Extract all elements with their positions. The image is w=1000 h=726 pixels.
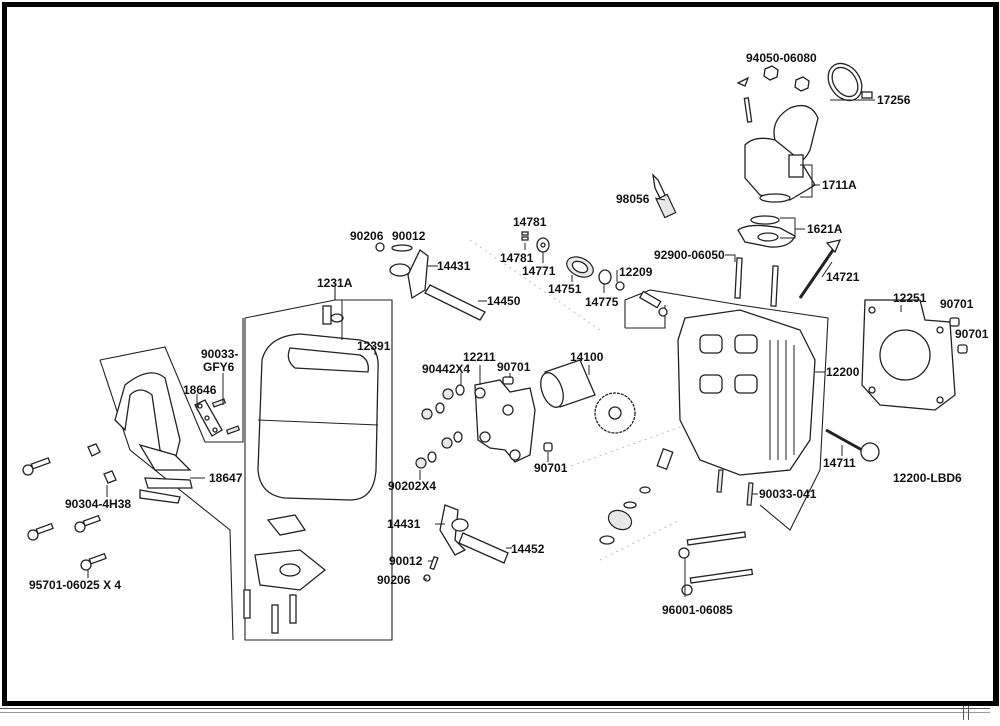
label-18647: 18647 xyxy=(209,471,243,485)
label-14452: 14452 xyxy=(511,542,545,556)
part-bolts-96001-06085[interactable] xyxy=(678,531,754,596)
part-stud-bracket[interactable] xyxy=(736,76,753,123)
part-pin-90012-top[interactable] xyxy=(391,244,413,252)
label-90012-top: 90012 xyxy=(392,229,426,243)
label-14781-bottom: 14781 xyxy=(500,251,534,265)
part-guard-bracket[interactable] xyxy=(114,372,192,471)
label-12209: 12209 xyxy=(619,265,653,279)
label-14771: 14771 xyxy=(522,264,556,278)
label-90701-right-top: 90701 xyxy=(940,297,974,311)
part-tensioner-plug[interactable] xyxy=(638,290,668,317)
part-nut-90304-4h38[interactable] xyxy=(87,443,117,484)
label-90701-cam-top: 90701 xyxy=(497,360,531,374)
part-keepers-14781[interactable] xyxy=(521,231,529,241)
label-92900-06050: 92900-06050 xyxy=(654,248,725,262)
label-12251: 12251 xyxy=(893,291,927,305)
part-valve-cover-12391[interactable] xyxy=(257,333,379,501)
label-17256: 17256 xyxy=(877,93,911,107)
label-14450: 14450 xyxy=(487,294,521,308)
label-90304-4h38: 90304-4H38 xyxy=(65,497,131,511)
bottom-resize-handle xyxy=(963,706,969,720)
part-studs-90033-041[interactable] xyxy=(716,469,754,506)
part-bolts-95701-06025[interactable] xyxy=(22,457,107,571)
label-90206-bottom: 90206 xyxy=(377,573,411,587)
part-studs-92900-06050[interactable] xyxy=(734,257,779,307)
part-gasket[interactable] xyxy=(266,514,307,536)
label-90202: 90202X4 xyxy=(388,479,436,493)
part-spark-plug-98056[interactable] xyxy=(652,173,677,219)
label-90442: 90442X4 xyxy=(422,362,470,376)
label-12211: 12211 xyxy=(463,350,496,364)
part-seal-12209[interactable] xyxy=(615,281,625,291)
part-clip-90206-bottom[interactable] xyxy=(423,574,431,582)
assembly-guides xyxy=(469,239,701,561)
label-12200-lbd6: 12200-LBD6 xyxy=(893,471,962,485)
part-nuts-94050-06080[interactable] xyxy=(763,65,810,92)
part-bracket-18647[interactable] xyxy=(139,477,193,504)
part-valve-14711[interactable] xyxy=(825,428,880,462)
part-baffle-plate[interactable] xyxy=(254,549,327,591)
part-seat-14775[interactable] xyxy=(598,269,612,285)
label-1621A: 1621A xyxy=(807,222,843,236)
part-rocker-shaft-14452[interactable] xyxy=(458,532,509,564)
label-90701-right-bottom: 90701 xyxy=(955,327,989,341)
part-cam-holder-12211[interactable] xyxy=(474,379,536,463)
part-nuts-90202[interactable] xyxy=(415,388,454,469)
part-cover-bolts[interactable] xyxy=(243,589,297,634)
bottom-scrollbar-track xyxy=(0,708,990,713)
part-dowel-90701-cam-top[interactable] xyxy=(502,376,514,385)
label-1231A: 1231A xyxy=(317,276,353,290)
label-98056: 98056 xyxy=(616,192,650,206)
label-95701-06025: 95701-06025 X 4 xyxy=(29,578,121,592)
part-rocker-shaft-14450[interactable] xyxy=(424,284,486,321)
label-90033-041: 90033-041 xyxy=(759,487,817,501)
part-head-gasket-12251[interactable] xyxy=(861,299,956,411)
part-plate-18646[interactable] xyxy=(194,399,223,437)
part-valve-guide[interactable] xyxy=(656,447,674,471)
label-90033-gfy6-line2: GFY6 xyxy=(203,360,235,374)
part-labels: 94050-06080 17256 1711A 98056 1621A 9290… xyxy=(29,51,989,617)
label-14751: 14751 xyxy=(548,282,582,296)
label-1711A: 1711A xyxy=(822,178,857,192)
label-12391: 12391 xyxy=(357,339,391,353)
label-14721: 14721 xyxy=(826,270,860,284)
part-dowel-90701-cam-bottom[interactable] xyxy=(543,442,553,452)
part-valve-14721[interactable] xyxy=(798,239,842,299)
part-spring-14751[interactable] xyxy=(564,253,597,281)
part-washers-90442[interactable] xyxy=(427,384,465,463)
label-90012-bottom: 90012 xyxy=(389,554,423,568)
label-14781-top: 14781 xyxy=(513,215,547,229)
part-intake-manifold-1711A[interactable] xyxy=(744,104,819,203)
label-90701-cam-bottom: 90701 xyxy=(534,461,568,475)
label-96001-06085: 96001-06085 xyxy=(662,603,733,617)
part-clamp-17256[interactable] xyxy=(821,57,873,107)
label-94050-06080: 94050-06080 xyxy=(746,51,817,65)
part-camshaft-14100[interactable] xyxy=(536,359,636,434)
label-14431-bottom: 14431 xyxy=(387,517,421,531)
part-dowels-90701-right[interactable] xyxy=(949,317,968,354)
part-retainer-14771[interactable] xyxy=(536,237,550,253)
part-studs-90033-gfy6[interactable] xyxy=(211,398,241,435)
label-14711: 14711 xyxy=(823,456,856,470)
part-cylinder-head-12200[interactable] xyxy=(677,309,816,476)
part-insulator-1621A[interactable] xyxy=(737,215,796,248)
part-lower-valve-spring[interactable] xyxy=(599,486,651,545)
label-90033-gfy6-line1: 90033- xyxy=(201,347,238,361)
part-pin-90012-bottom[interactable] xyxy=(429,555,439,571)
leader-lines xyxy=(87,99,902,597)
part-breather-1231A[interactable] xyxy=(322,305,344,325)
part-rocker-arm-14431-top[interactable] xyxy=(389,249,429,300)
label-18646: 18646 xyxy=(183,383,217,397)
bracket-group-outline xyxy=(99,318,244,641)
label-14100: 14100 xyxy=(570,350,604,364)
label-12200: 12200 xyxy=(826,365,860,379)
label-14431-top: 14431 xyxy=(437,259,471,273)
label-14775: 14775 xyxy=(585,295,619,309)
part-pin-90206-top[interactable] xyxy=(375,242,385,252)
part-rocker-arm-14431-bottom[interactable] xyxy=(439,504,469,556)
cover-group-outline xyxy=(244,283,393,641)
label-90206-top: 90206 xyxy=(350,229,384,243)
